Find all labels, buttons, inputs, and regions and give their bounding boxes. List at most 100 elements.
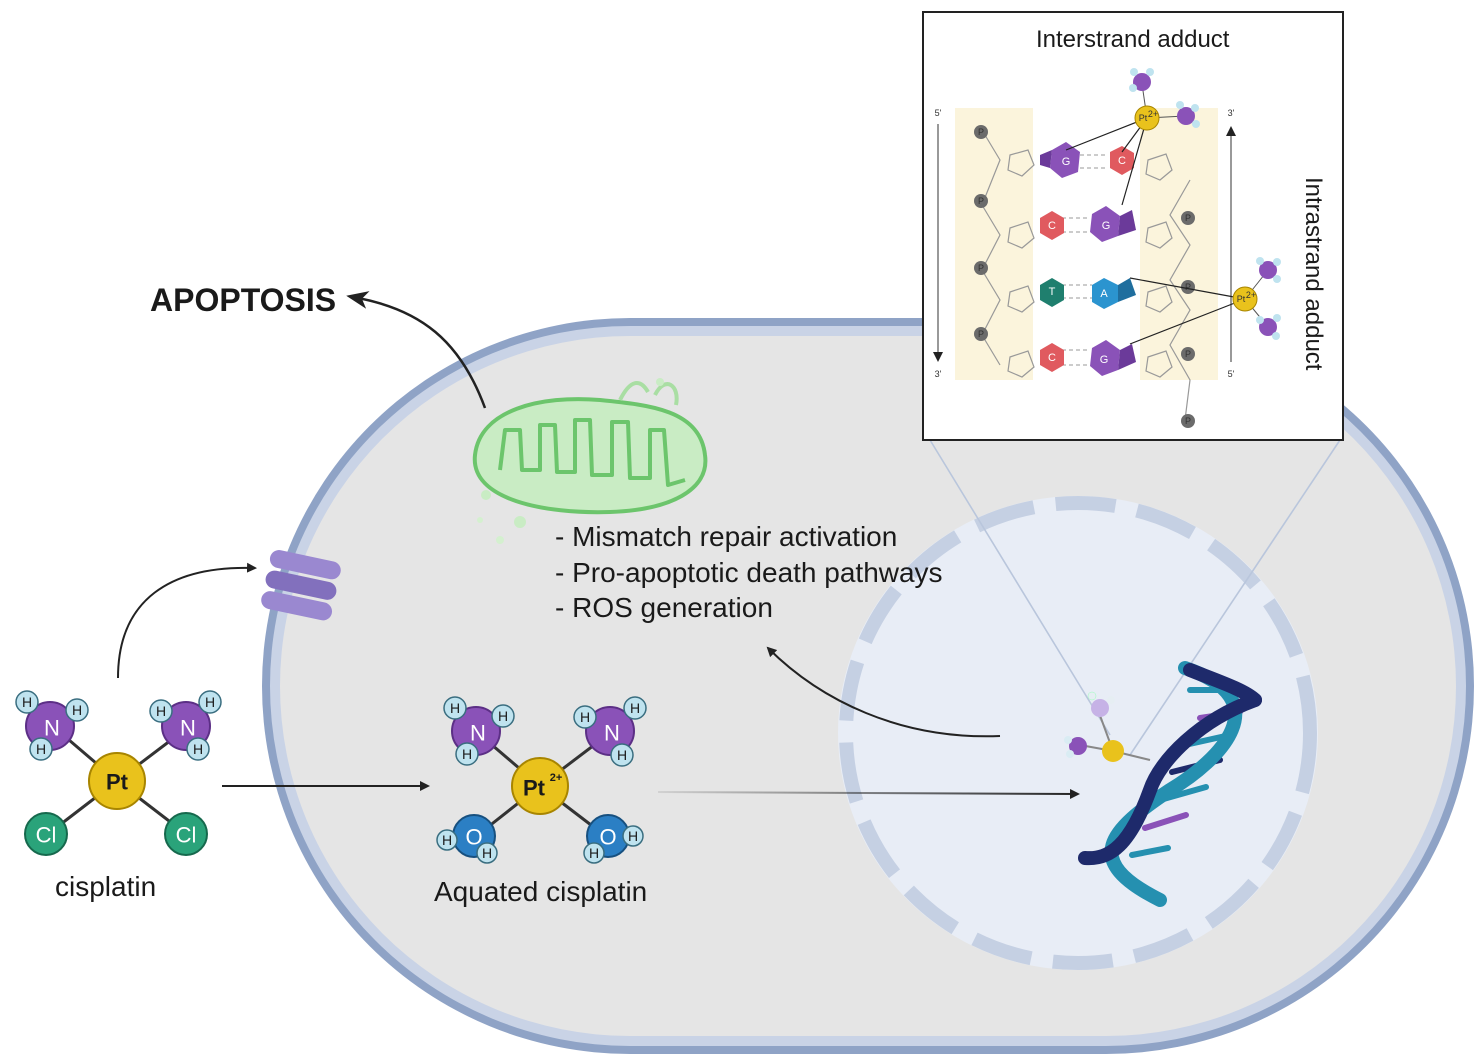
effect-item: - Pro-apoptotic death pathways	[555, 557, 943, 588]
svg-text:H: H	[205, 694, 215, 710]
svg-text:N: N	[604, 721, 620, 746]
svg-text:Cl: Cl	[36, 823, 57, 848]
svg-text:O: O	[599, 825, 616, 850]
phosphate-group: P	[974, 125, 988, 139]
arrow-to-apoptosis	[346, 291, 487, 409]
svg-text:C: C	[1118, 155, 1126, 167]
svg-text:H: H	[628, 828, 638, 844]
svg-text:G: G	[1062, 156, 1071, 168]
base-adenine: A	[1092, 278, 1136, 309]
hydrogen-atom: H	[455, 742, 479, 766]
svg-text:P: P	[978, 263, 984, 273]
svg-text:H: H	[498, 708, 508, 724]
arrow-dna-to-effects	[766, 646, 1001, 738]
svg-text:P: P	[1185, 416, 1191, 426]
svg-text:H: H	[580, 709, 590, 725]
svg-text:Pt: Pt	[106, 770, 129, 795]
membrane-channel	[261, 550, 341, 621]
svg-text:P: P	[1185, 282, 1191, 292]
svg-text:2+: 2+	[1148, 109, 1158, 119]
hydrogen-atom: H	[476, 842, 498, 864]
svg-text:C: C	[1048, 220, 1056, 232]
phosphate-group: P	[974, 194, 988, 208]
svg-text:G: G	[1100, 354, 1109, 366]
svg-text:C: C	[1048, 352, 1056, 364]
svg-text:N: N	[44, 716, 60, 741]
svg-text:Cl: Cl	[176, 823, 197, 848]
arrows	[117, 291, 1080, 799]
svg-text:H: H	[193, 741, 203, 757]
base-cytosine: C	[1110, 146, 1134, 175]
svg-text:Pt: Pt	[1139, 113, 1148, 123]
dna-helix	[1064, 661, 1262, 907]
base-thymine: T	[1040, 278, 1064, 307]
chlorine-atom: Cl	[164, 812, 208, 856]
base-guanine: G	[1090, 340, 1136, 376]
svg-text:N: N	[470, 721, 486, 746]
svg-text:H: H	[72, 702, 82, 718]
base-cytosine: C	[1040, 211, 1064, 240]
strand-end-label: 3'	[935, 369, 942, 379]
svg-text:H: H	[482, 845, 492, 861]
strand-end-label: 5'	[935, 108, 942, 118]
intrastrand-adduct-label: Intrastrand adduct	[1300, 177, 1327, 371]
dna-platinum-adduct	[1064, 691, 1151, 762]
svg-text:H: H	[462, 746, 472, 762]
hydrogen-atom: H	[573, 705, 597, 729]
svg-text:P: P	[1185, 349, 1191, 359]
base-cytosine: C	[1040, 343, 1064, 372]
svg-text:H: H	[617, 747, 627, 763]
svg-text:2+: 2+	[1246, 290, 1256, 300]
aquated-cisplatin-molecule: N H H H N H H H Pt 2+ O H H O H H	[436, 696, 647, 864]
phosphate-group: P	[1181, 347, 1195, 361]
mitochondrion	[472, 378, 708, 544]
hydrogen-atom: H	[491, 704, 515, 728]
nitrogen-atom: N	[585, 706, 635, 756]
hydrogen-atom: H	[186, 737, 210, 761]
hydrogen-atom: H	[623, 696, 647, 720]
svg-text:Pt: Pt	[523, 776, 546, 801]
interstrand-adduct-label: Interstrand adduct	[1036, 26, 1230, 53]
base-guanine: G	[1090, 206, 1136, 242]
svg-text:P: P	[1185, 213, 1191, 223]
svg-text:H: H	[22, 694, 32, 710]
svg-text:2+: 2+	[550, 772, 563, 784]
svg-text:T: T	[1049, 286, 1056, 298]
svg-text:P: P	[978, 127, 984, 137]
phosphate-group: P	[1181, 280, 1195, 294]
phosphate-group: P	[1181, 414, 1195, 428]
hydrogen-atom: H	[29, 737, 53, 761]
svg-text:H: H	[156, 703, 166, 719]
svg-text:O: O	[465, 825, 482, 850]
strand-end-label: 5'	[1228, 369, 1235, 379]
hydrogen-atom: H	[443, 696, 467, 720]
svg-text:H: H	[36, 741, 46, 757]
arrow-to-channel	[117, 562, 257, 679]
svg-text:A: A	[1100, 288, 1108, 300]
base-guanine: G	[1040, 142, 1080, 178]
intrastrand-platinum: Pt 2+	[1232, 257, 1281, 340]
svg-text:H: H	[589, 845, 599, 861]
svg-text:Pt: Pt	[1237, 294, 1246, 304]
platinum-atom: Pt 2+	[511, 757, 569, 815]
effect-item: - ROS generation	[555, 592, 773, 623]
svg-text:H: H	[450, 700, 460, 716]
chlorine-atom: Cl	[24, 812, 68, 856]
hydrogen-atom: H	[610, 743, 634, 767]
apoptosis-label: APOPTOSIS	[150, 282, 336, 318]
phosphate-group: P	[974, 327, 988, 341]
aquated-cisplatin-label: Aquated cisplatin	[434, 876, 647, 907]
svg-text:N: N	[180, 716, 196, 741]
hydrogen-atom: H	[149, 699, 173, 723]
hydrogen-atom: H	[65, 698, 89, 722]
hydrogen-atom: H	[436, 829, 458, 851]
effect-item: - Mismatch repair activation	[555, 521, 897, 552]
hydrogen-atom: H	[622, 825, 644, 847]
adduct-inset-panel: Interstrand adduct Intrastrand adduct 5'…	[922, 11, 1344, 441]
hydrogen-atom: H	[583, 842, 605, 864]
nucleus	[838, 496, 1318, 970]
svg-text:P: P	[978, 329, 984, 339]
zoom-lines	[929, 439, 1341, 756]
interstrand-platinum: Pt 2+	[1129, 68, 1200, 131]
